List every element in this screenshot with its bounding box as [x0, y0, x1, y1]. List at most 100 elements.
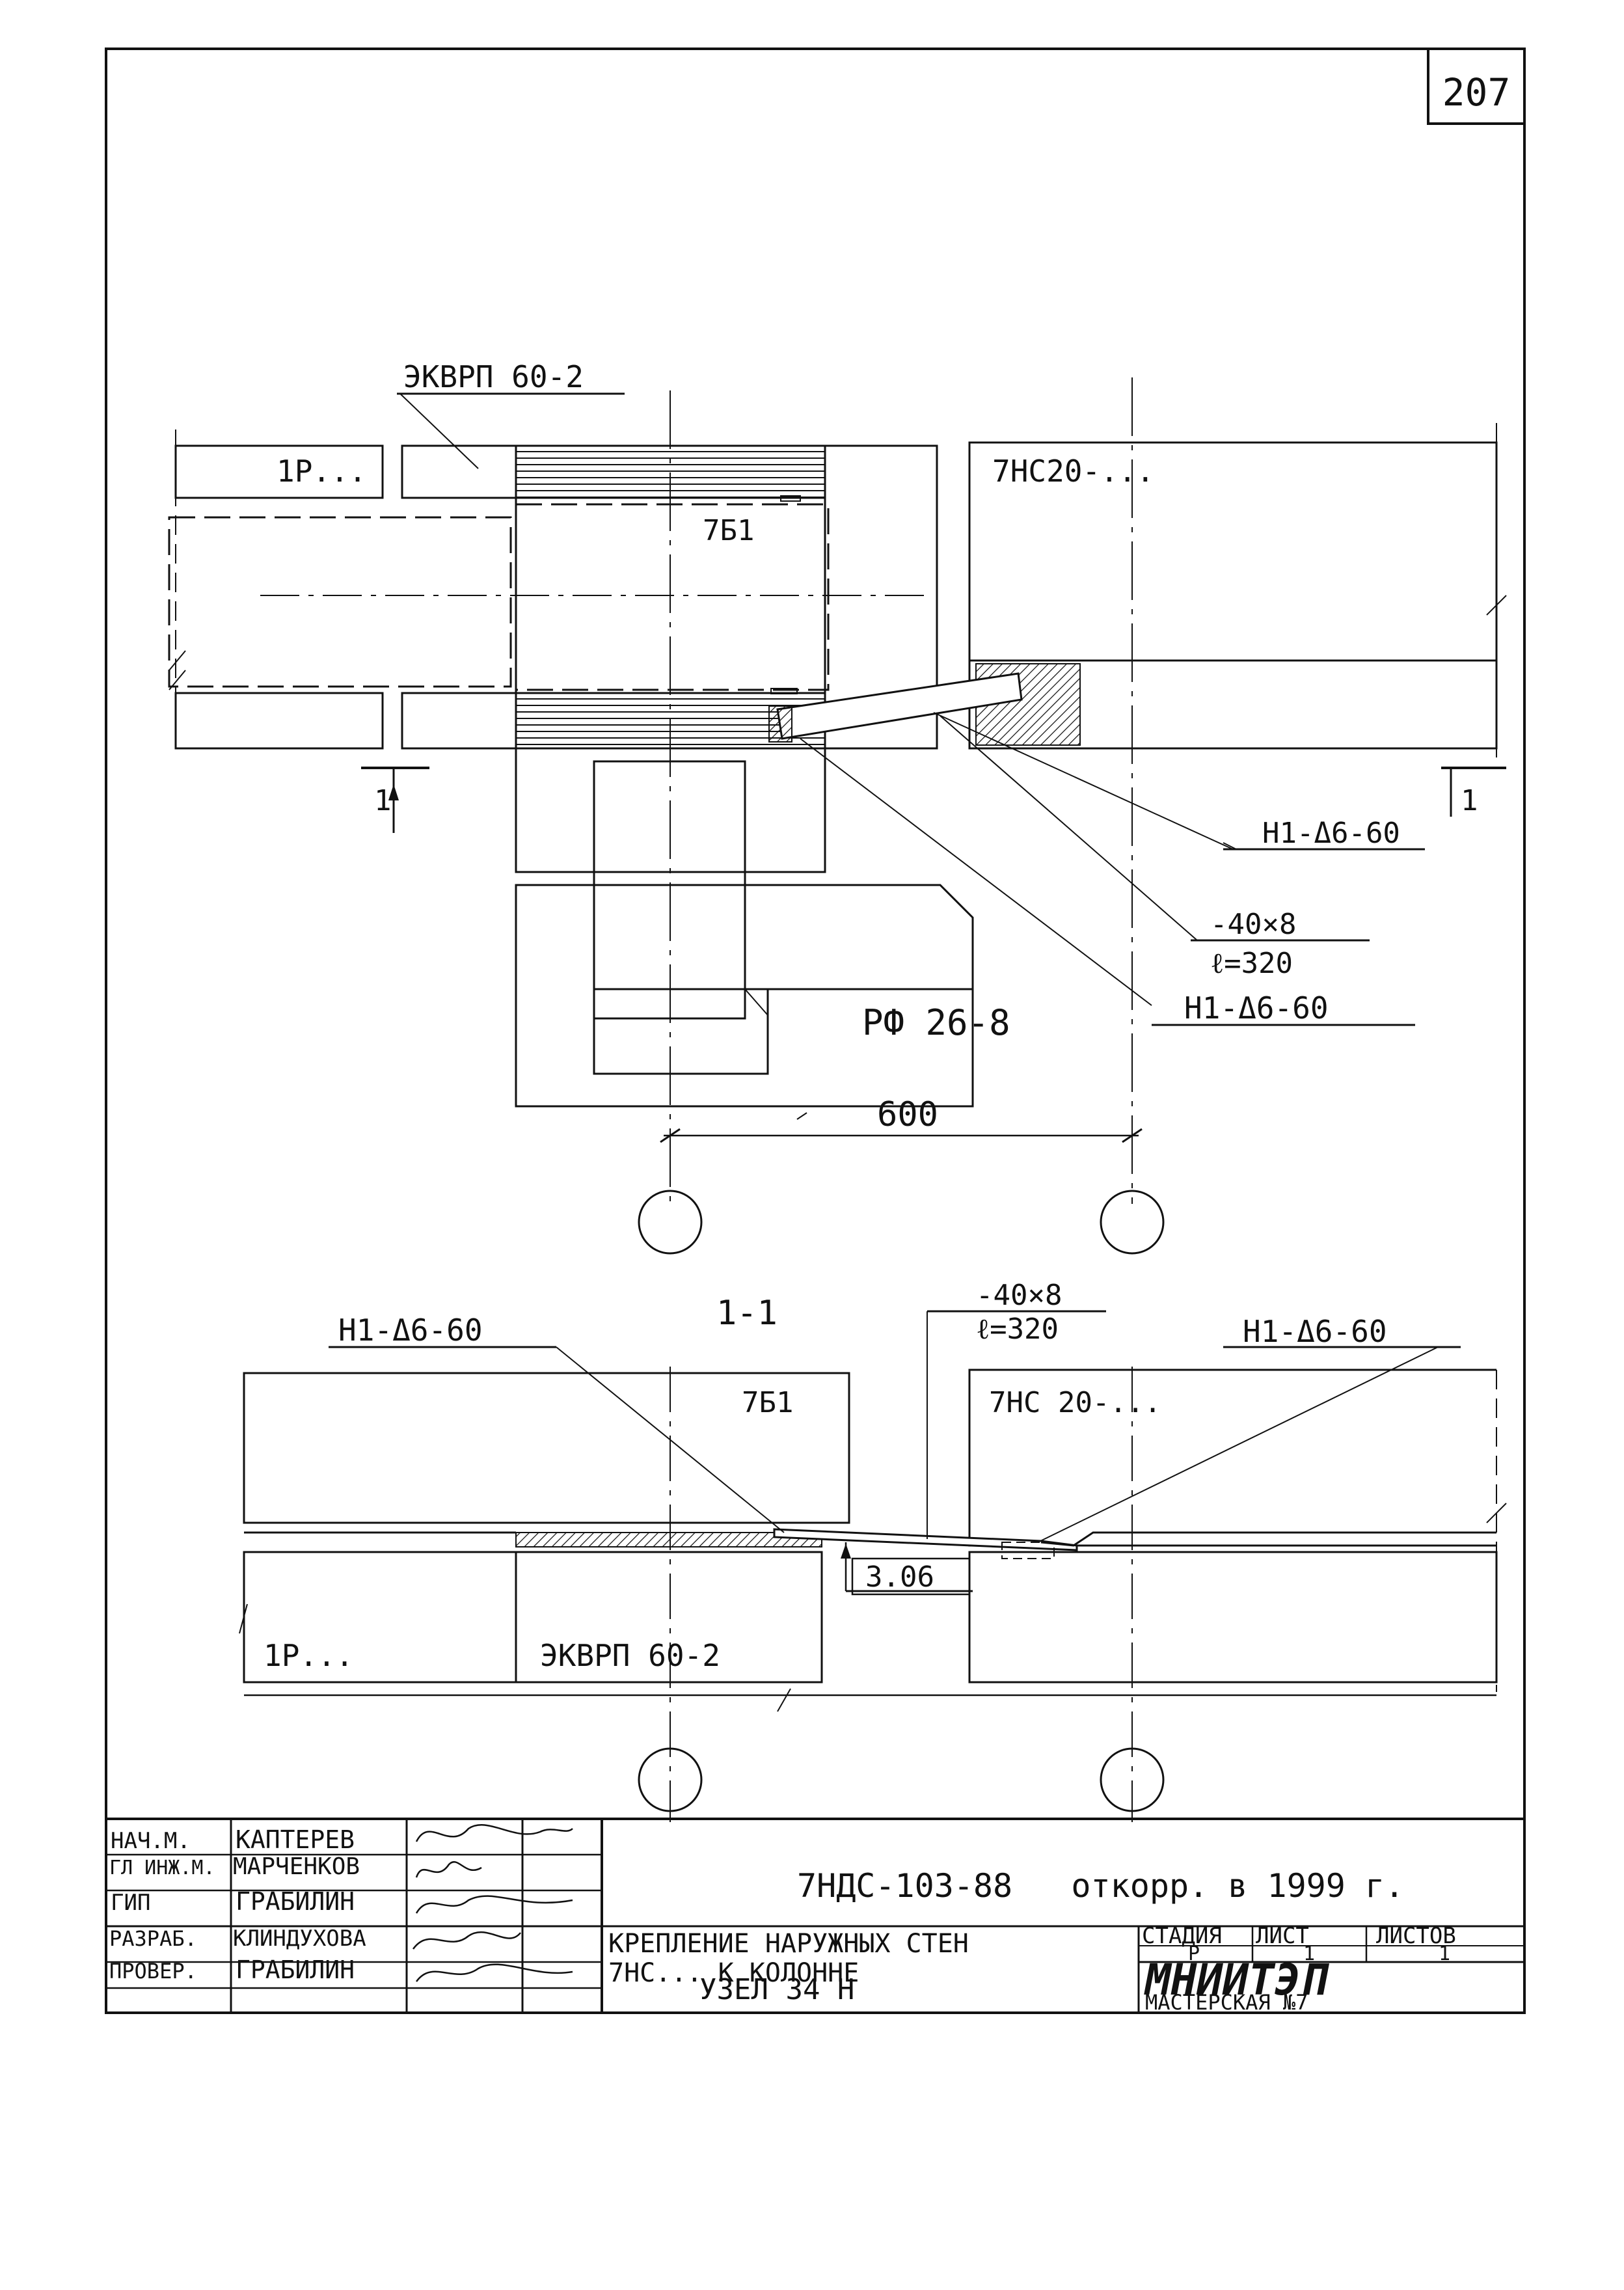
- section-panel-7nc: [968, 1369, 1496, 1547]
- edge-line: [744, 988, 768, 1016]
- small-tab-bottom: [770, 688, 798, 694]
- staff-name-3: КЛИНДУХОВА: [233, 1926, 366, 1952]
- strip-size-label: -40×8: [1210, 908, 1296, 941]
- strip-leader: [940, 715, 1198, 941]
- section-1r-label: 1Р...: [264, 1638, 353, 1673]
- anchor-hatch-left: [768, 705, 792, 743]
- edge-line: [660, 1128, 681, 1143]
- beam-7b1-label-plan: 7Б1: [703, 514, 754, 547]
- edge-line: [1486, 1503, 1507, 1523]
- staff-name-0: КАПТЕРЕВ: [236, 1825, 355, 1854]
- axis-bubble-left: [638, 1190, 703, 1255]
- staff-role-1: ГЛ ИНЖ.М.: [109, 1857, 215, 1879]
- section-view: 1-1 7Б1 7НС 20-... 1Р... ЭКВРП 60-2 3.06: [239, 1279, 1507, 1822]
- plan-view: 1Р... ЭКВРП 60-2 7Б1 7НС20-...: [168, 359, 1507, 1255]
- staff-role-3: РАЗРАБ.: [109, 1926, 197, 1951]
- edge-line: [412, 1931, 521, 1950]
- dim-600-label: 600: [877, 1095, 938, 1134]
- sheet-number-box: [1427, 48, 1526, 125]
- edge-line: [388, 784, 399, 800]
- sheet-label: ЛИСТ: [1256, 1923, 1309, 1949]
- section-ekvrp-label: ЭКВРП 60-2: [540, 1638, 720, 1673]
- workshop-name: МАСТЕРСКАЯ №7: [1145, 1990, 1308, 2015]
- edge-line: [796, 1112, 807, 1120]
- section-strip-length: ℓ=320: [976, 1313, 1059, 1346]
- sheet-frame: [105, 48, 1526, 2014]
- edge-line: [239, 1603, 248, 1634]
- block-left-bottom: [401, 692, 517, 750]
- sheet-number: 207: [1442, 70, 1511, 115]
- column-lower: [515, 747, 826, 873]
- right-block: [824, 444, 938, 750]
- signatures: [412, 1824, 573, 1982]
- ekvrp-label-plan: ЭКВРП 60-2: [403, 359, 584, 394]
- level-box: [851, 1557, 971, 1596]
- edge-line: [169, 650, 186, 671]
- edge-line: [415, 1963, 573, 1982]
- section-axis-bubble-left: [638, 1747, 703, 1812]
- edge-line: [1223, 842, 1237, 850]
- column-inner: [593, 760, 746, 1020]
- sheets-value: 1: [1439, 1942, 1450, 1965]
- edge-line: [1486, 595, 1507, 616]
- section-axis-bubble-right: [1100, 1747, 1165, 1812]
- plate-rf-inner: [593, 988, 769, 1075]
- section-mark-left: 1: [374, 784, 392, 817]
- staff-name-1: МАРЧЕНКОВ: [233, 1853, 360, 1880]
- sheets-label: ЛИСТОВ: [1376, 1923, 1456, 1949]
- plate-rf-outline: [515, 884, 974, 1108]
- edge-line: [1040, 1531, 1496, 1547]
- panel-inner-dashed: [168, 516, 512, 688]
- panel-1r-lower: [174, 692, 384, 750]
- edge-line: [415, 1861, 482, 1878]
- section-mark-right: 1: [1461, 784, 1478, 817]
- stage-value: Р: [1188, 1942, 1200, 1965]
- drawing-title-line1: КРЕПЛЕНИЕ НАРУЖНЫХ СТЕН: [608, 1929, 969, 1959]
- staff-role-4: ПРОВЕР.: [109, 1959, 197, 1983]
- edge-line: [415, 1895, 573, 1914]
- plate-rf-label: РФ 26-8: [862, 1002, 1010, 1043]
- beam-7b1-dashed: [515, 503, 830, 691]
- org-name: МНИИТЭП: [1144, 1955, 1329, 2005]
- section-anchor-left-leader: [556, 1346, 785, 1533]
- panel-1r-label: 1Р...: [277, 454, 366, 489]
- strip-length-label: ℓ=320: [1210, 947, 1293, 980]
- block-left-top: [401, 444, 517, 499]
- staff-name-4: ГРАБИЛИН: [236, 1956, 355, 1984]
- small-tab-top: [780, 495, 801, 502]
- ekvrp-leader: [399, 393, 479, 469]
- edge-line: [1122, 1128, 1143, 1143]
- axis-bubble-right: [1100, 1190, 1165, 1255]
- title-block: НАЧ.М. КАПТЕРЕВ ГЛ ИНЖ.М. МАРЧЕНКОВ ГИП …: [105, 1818, 1524, 2015]
- ekvrp-hatch-top: [515, 444, 826, 499]
- sheet-value: 1: [1303, 1942, 1315, 1965]
- section-panel-label: 7НС 20-...: [989, 1386, 1161, 1419]
- anchor1-leader: [933, 712, 1234, 850]
- section-anchor-right-leader: [1037, 1346, 1439, 1543]
- section-dashed-block: [1001, 1542, 1055, 1559]
- drawing-title-line2: 7НС... К КОЛОННЕ: [608, 1958, 859, 1988]
- section-anchor-strip: [773, 1528, 1078, 1551]
- staff-role-0: НАЧ.М.: [111, 1828, 191, 1854]
- section-anchor-left-label: Н1-Δ6-60: [338, 1313, 483, 1348]
- staff-name-2: ГРАБИЛИН: [236, 1887, 355, 1916]
- panel-7nc-label: 7НС20-...: [992, 454, 1154, 489]
- edge-line: [602, 1819, 1524, 1835]
- edge-line: [841, 1544, 851, 1559]
- edge-line: [777, 1688, 791, 1712]
- section-beam-7b1: [243, 1372, 850, 1524]
- section-strip-size: -40×8: [976, 1279, 1062, 1312]
- edge-line: [415, 1824, 573, 1842]
- node-label: УЗЕЛ 34 Н: [699, 1973, 854, 2006]
- anchor1-label: Н1-Δ6-60: [1262, 817, 1400, 850]
- section-anchor-right-label: Н1-Δ6-60: [1243, 1314, 1387, 1349]
- anchor2-leader: [800, 738, 1152, 1006]
- doc-code: 7НДС-103-88 откорр. в 1999 г.: [797, 1867, 1404, 1905]
- anchor2-label: Н1-Δ6-60: [1184, 990, 1329, 1026]
- section-slab-right: [968, 1551, 1498, 1683]
- level-label: 3.06: [865, 1561, 934, 1594]
- section-title: 1-1: [716, 1294, 778, 1333]
- staff-role-2: ГИП: [111, 1890, 150, 1916]
- stage-label: СТАДИЯ: [1142, 1923, 1222, 1949]
